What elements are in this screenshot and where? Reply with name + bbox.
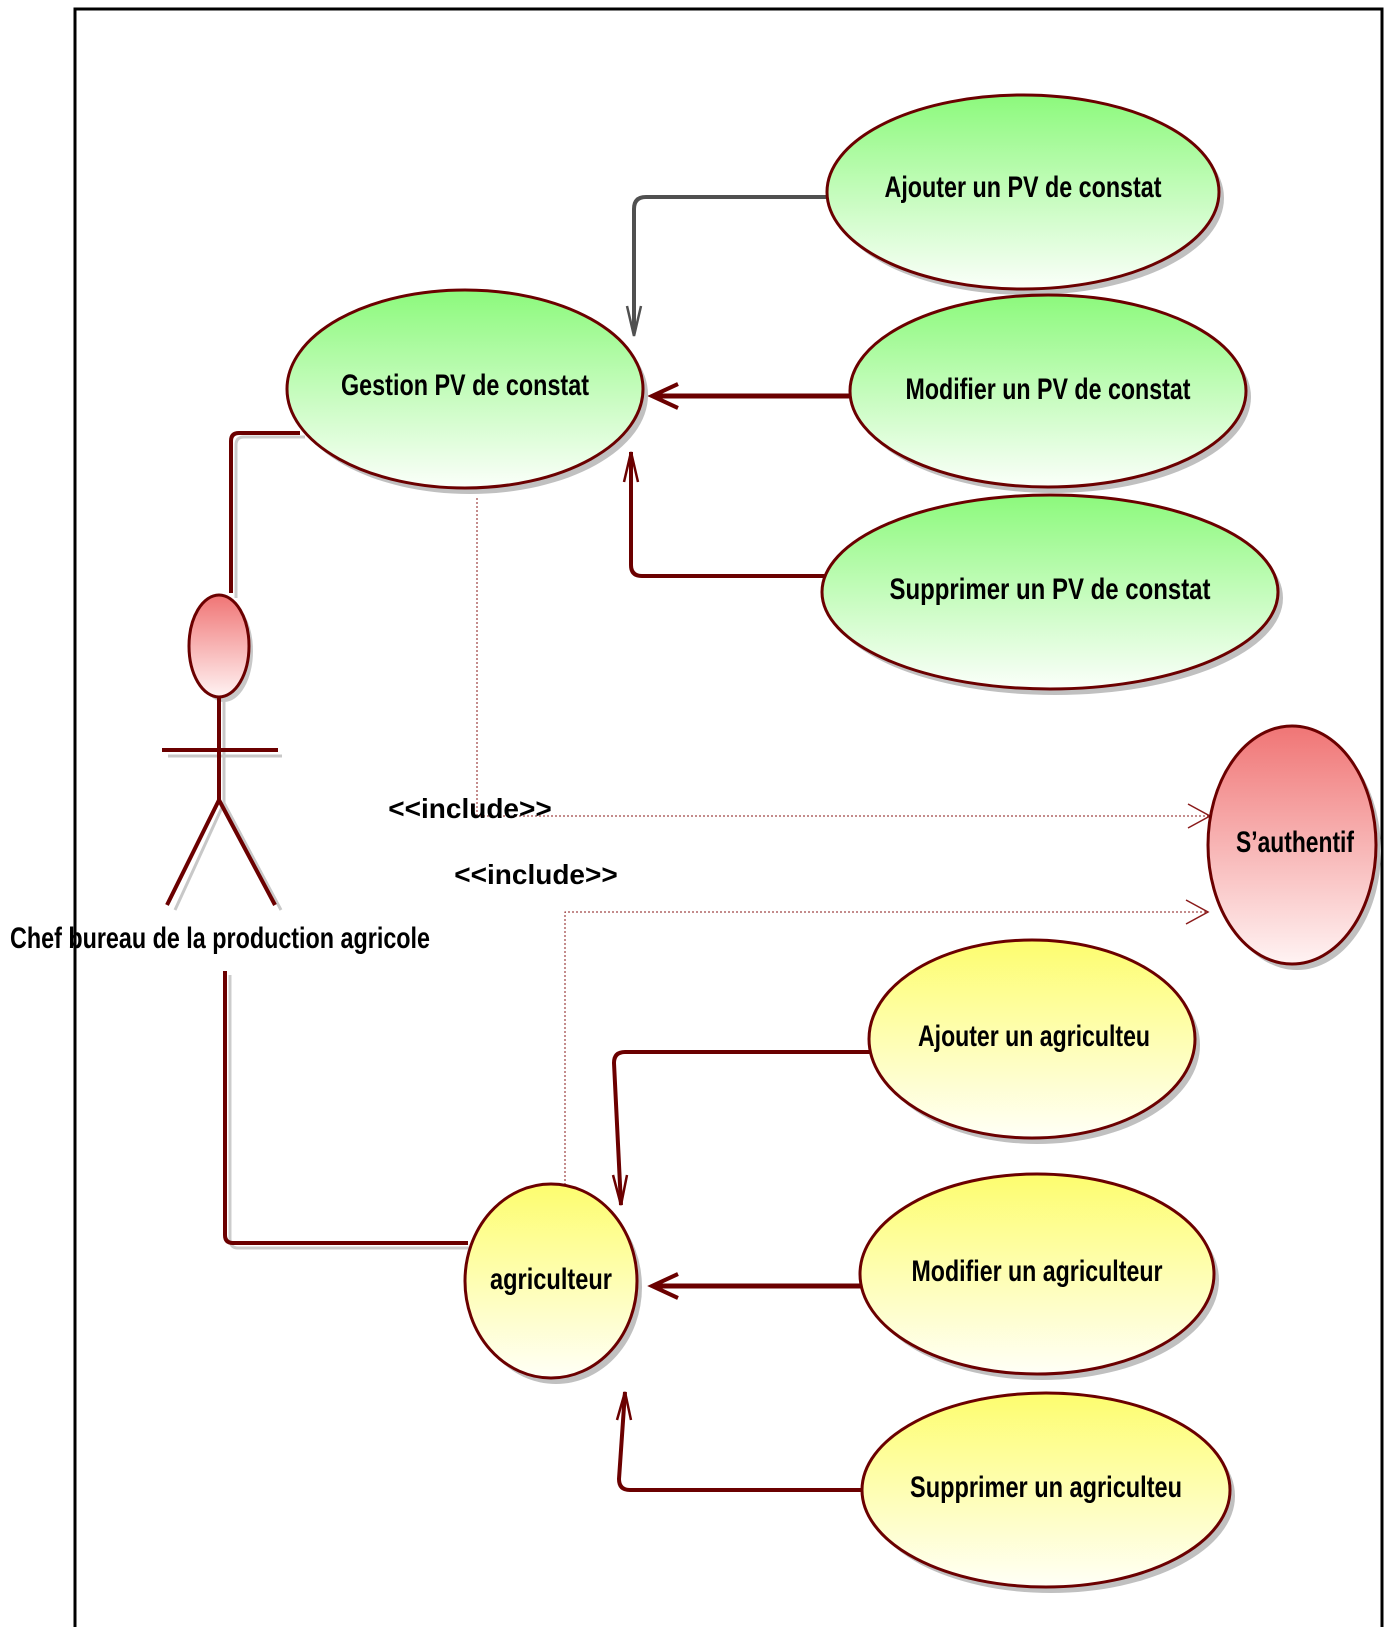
- usecase-label: Ajouter un agriculteu: [918, 1020, 1150, 1053]
- arrow-supprimer-pv-to-gestion: [622, 451, 826, 578]
- usecase-modifier-agriculteur[interactable]: Modifier un agriculteur: [858, 1172, 1219, 1380]
- arrow-modifier-agri-to-agriculteur: [647, 1272, 862, 1300]
- actor-name: Chef bureau de la production agricole: [10, 922, 430, 955]
- usecase-supprimer-agriculteur[interactable]: Supprimer un agriculteu: [860, 1391, 1235, 1593]
- include-label-2: <<include>>: [454, 859, 617, 890]
- actor-body: [162, 697, 278, 906]
- usecase-label: Gestion PV de constat: [341, 369, 589, 402]
- usecase-modifier-pv[interactable]: Modifier un PV de constat: [848, 293, 1251, 493]
- arrow-ajouter-agri-to-agriculteur: [611, 1050, 876, 1206]
- usecase-label: Modifier un PV de constat: [906, 373, 1191, 406]
- actor-stick-figure[interactable]: [162, 593, 283, 911]
- usecase-label: Supprimer un PV de constat: [890, 573, 1211, 606]
- usecase-label: Supprimer un agriculteu: [910, 1471, 1182, 1504]
- usecase-authentifier[interactable]: S’authentif: [1206, 724, 1381, 970]
- usecase-label: Ajouter un PV de constat: [885, 171, 1162, 204]
- actor-association-bottom: [223, 971, 472, 1250]
- usecase-ajouter-agriculteur[interactable]: Ajouter un agriculteu: [867, 938, 1200, 1144]
- usecase-label: agriculteur: [490, 1263, 612, 1296]
- usecase-agriculteur[interactable]: agriculteur: [463, 1182, 642, 1384]
- actor-head: [187, 593, 251, 699]
- arrow-ajouter-pv-to-gestion: [625, 195, 830, 337]
- usecase-gestion-pv[interactable]: Gestion PV de constat: [285, 288, 648, 494]
- usecase-ajouter-pv[interactable]: Ajouter un PV de constat: [825, 93, 1224, 295]
- include-dependency-agriculteur: [564, 899, 1210, 1185]
- arrow-supprimer-agri-to-agriculteur: [615, 1391, 868, 1492]
- arrow-modifier-pv-to-gestion: [647, 382, 850, 410]
- usecase-label: Modifier un agriculteur: [912, 1255, 1163, 1288]
- include-label-1: <<include>>: [388, 793, 551, 824]
- actor-association-top: [229, 431, 305, 598]
- usecase-label: S’authentif: [1236, 826, 1355, 859]
- usecase-supprimer-pv[interactable]: Supprimer un PV de constat: [820, 493, 1283, 695]
- diagram-frame: [73, 7, 1384, 1627]
